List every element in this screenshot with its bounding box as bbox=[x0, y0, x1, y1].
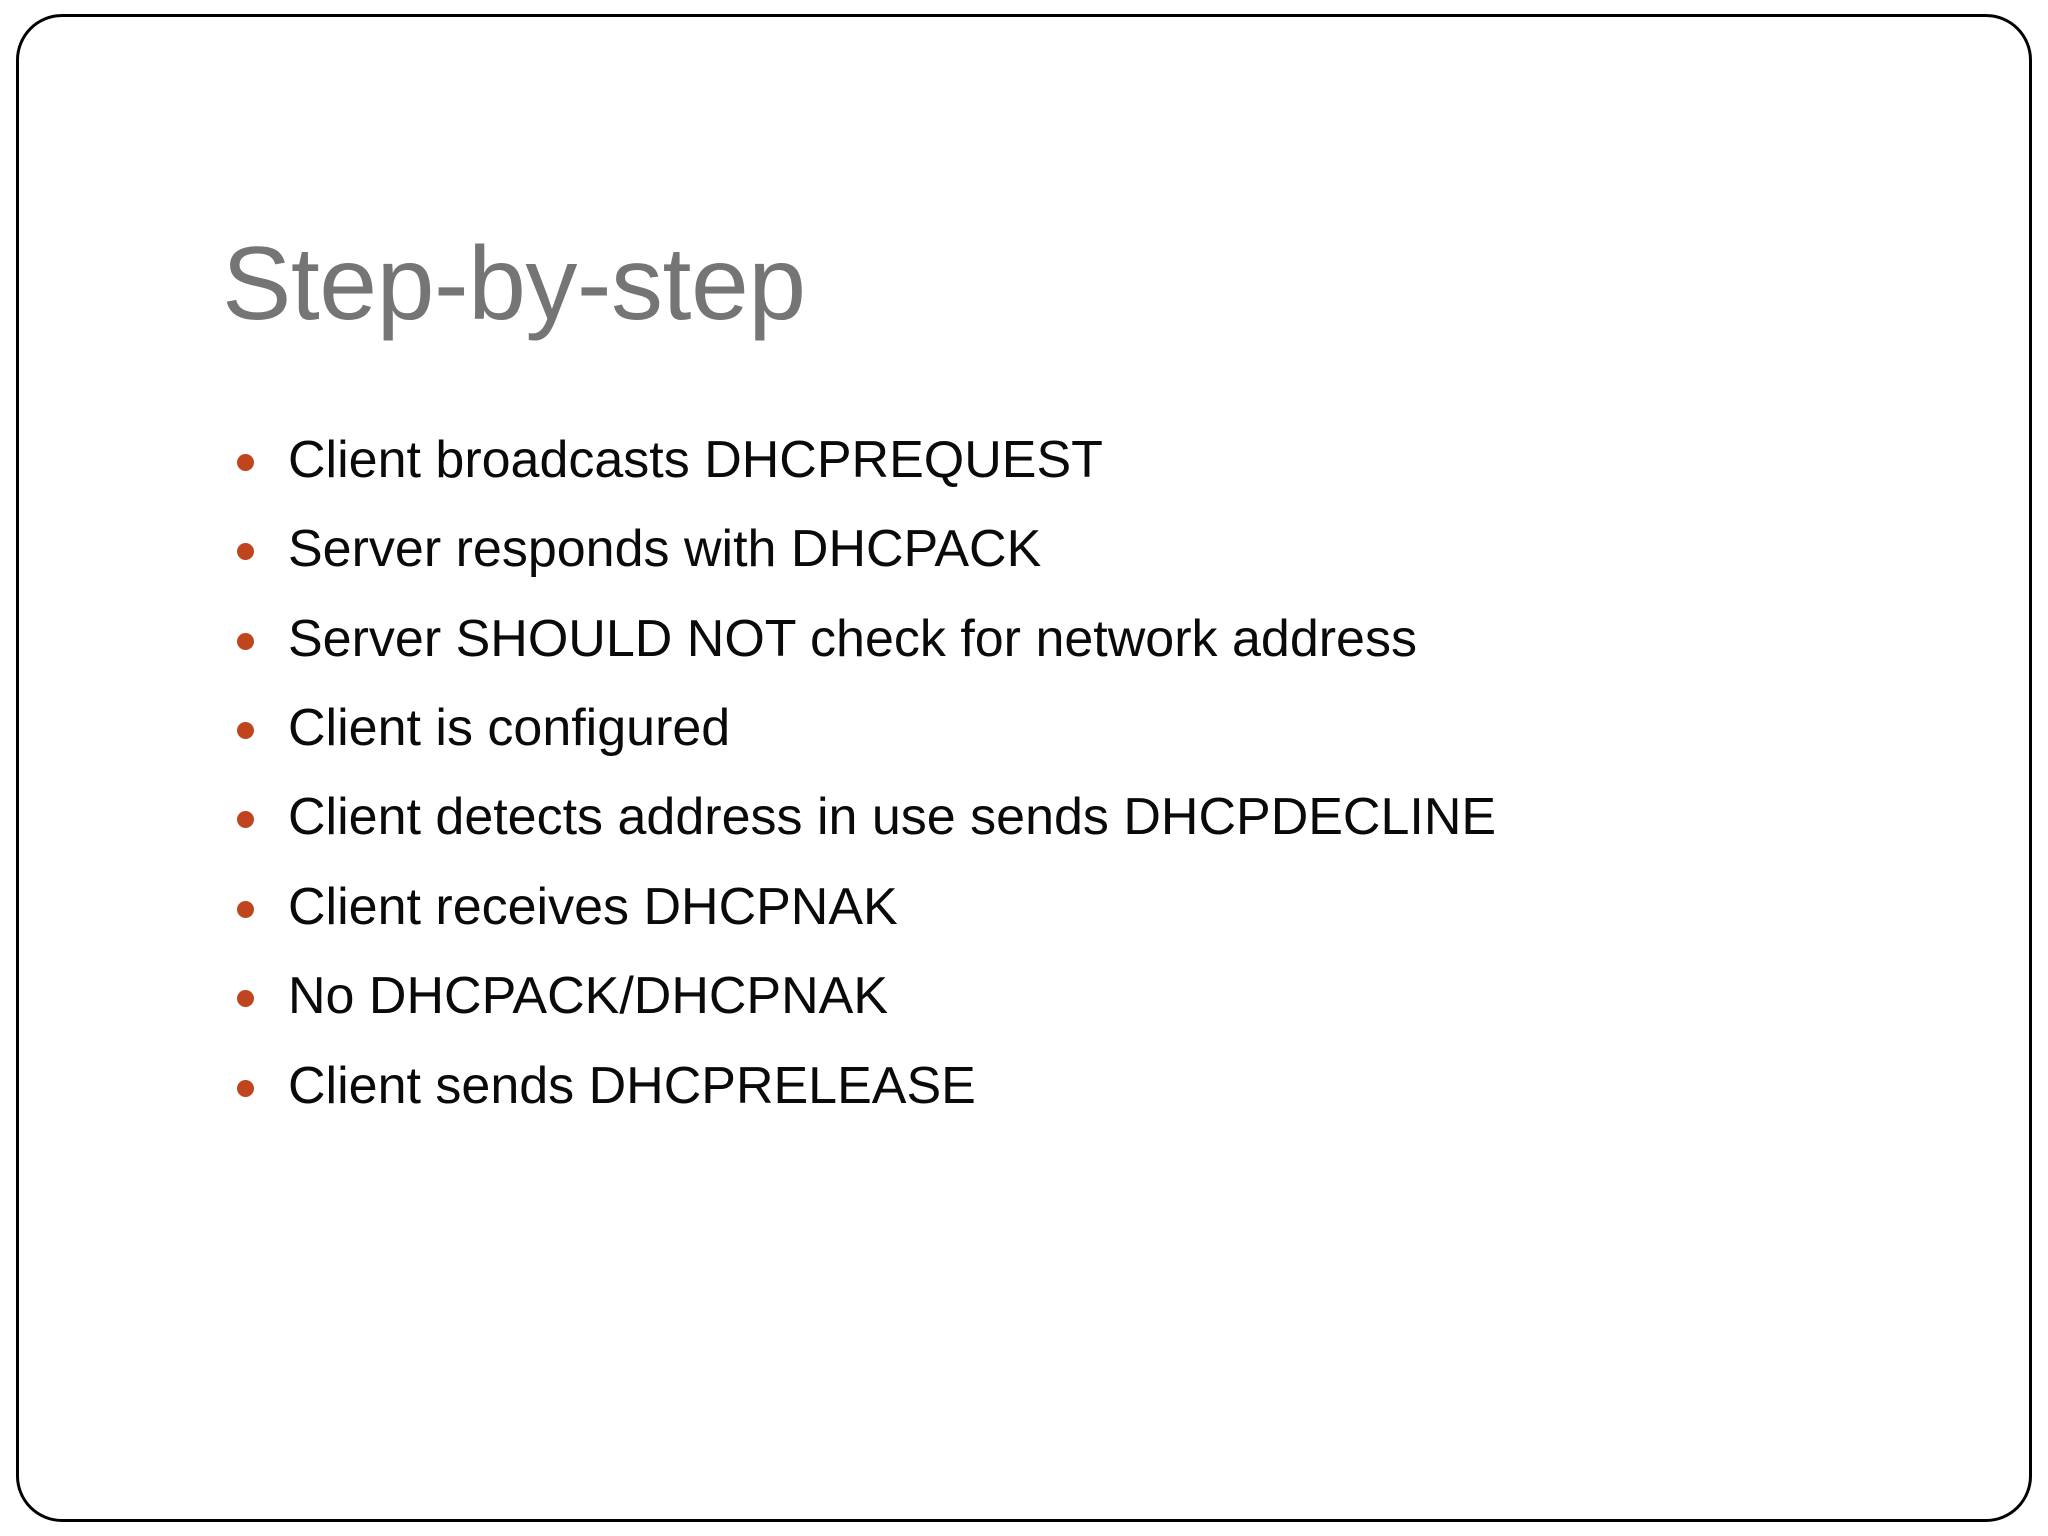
list-item: Client broadcasts DHCPREQUEST bbox=[228, 430, 1968, 491]
bullet-dot-icon bbox=[237, 1079, 254, 1097]
bullet-dot-icon bbox=[237, 900, 254, 918]
bullet-dot-icon bbox=[237, 722, 254, 740]
list-item: No DHCPACK/DHCPNAK bbox=[228, 966, 1968, 1027]
list-item: Client is configured bbox=[228, 698, 1968, 759]
bullet-dot-icon bbox=[237, 543, 254, 561]
list-item: Client receives DHCPNAK bbox=[228, 877, 1968, 938]
bullet-dot-icon bbox=[237, 990, 254, 1008]
list-item: Client detects address in use sends DHCP… bbox=[228, 787, 1968, 848]
list-item-label: Server responds with DHCPACK bbox=[288, 520, 1042, 579]
bullet-dot-icon bbox=[237, 811, 254, 829]
bullet-dot-icon bbox=[237, 632, 254, 650]
slide-title: Step-by-step bbox=[222, 225, 806, 342]
list-item: Server responds with DHCPACK bbox=[228, 519, 1968, 580]
bullet-dot-icon bbox=[237, 454, 254, 471]
bullet-list: Client broadcasts DHCPREQUEST Server res… bbox=[228, 430, 1968, 1145]
list-item-label: Server SHOULD NOT check for network addr… bbox=[288, 609, 1417, 668]
list-item-label: Client broadcasts DHCPREQUEST bbox=[288, 431, 1103, 489]
list-item-label: Client receives DHCPNAK bbox=[288, 877, 898, 936]
list-item: Client sends DHCPRELEASE bbox=[228, 1056, 1968, 1117]
list-item-label: Client detects address in use sends DHCP… bbox=[288, 788, 1497, 847]
list-item-label: Client is configured bbox=[288, 699, 731, 758]
list-item-label: Client sends DHCPRELEASE bbox=[288, 1056, 976, 1115]
list-item: Server SHOULD NOT check for network addr… bbox=[228, 609, 1968, 670]
list-item-label: No DHCPACK/DHCPNAK bbox=[288, 967, 889, 1026]
